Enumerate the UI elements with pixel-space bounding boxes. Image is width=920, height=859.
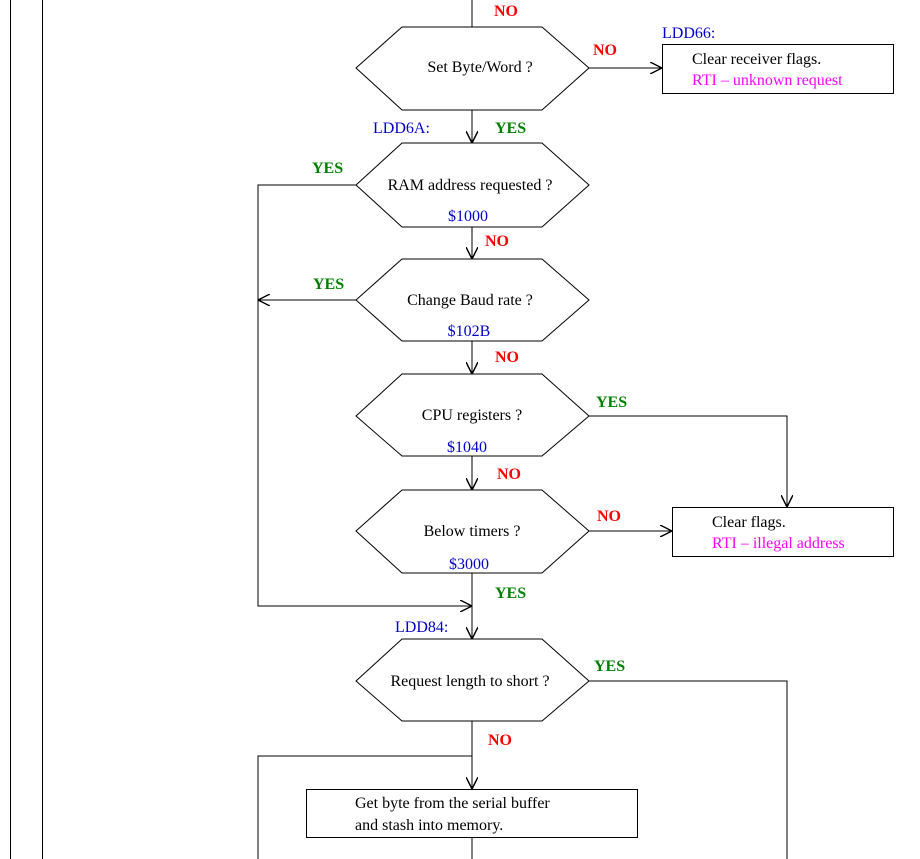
branch-no-setbyte: NO: [593, 42, 617, 59]
box-get-byte: [306, 789, 638, 838]
branch-no-top: NO: [494, 3, 518, 20]
text-request-length: Request length to short ?: [390, 673, 549, 690]
branch-yes-length: YES: [594, 658, 625, 675]
branch-no-timers: NO: [597, 508, 621, 525]
branch-no-cpu: NO: [497, 466, 521, 483]
box1-line2: RTI – unknown request: [692, 72, 843, 89]
branch-yes-timers: YES: [495, 585, 526, 602]
text-baud-rate: Change Baud rate ?: [407, 292, 533, 309]
branch-no-ram: NO: [485, 233, 509, 250]
text-below-timers: Below timers ?: [424, 523, 521, 540]
branch-no-baud: NO: [495, 349, 519, 366]
addr-timers: $3000: [449, 556, 489, 573]
box1-line1: Clear receiver flags.: [692, 51, 821, 68]
text-ram-address: RAM address requested ?: [388, 177, 553, 194]
text-cpu-registers: CPU registers ?: [422, 407, 522, 424]
line-length-yes: [589, 680, 788, 859]
box-illegal-address: [672, 507, 894, 557]
decision-set-byte-word: [355, 26, 590, 111]
decision-request-length: [355, 638, 590, 722]
decision-baud-rate: [355, 258, 590, 342]
decision-below-timers: [355, 489, 590, 574]
branch-yes-ram: YES: [312, 160, 343, 177]
box-unknown-request: [662, 44, 894, 94]
branch-yes-cpu: YES: [596, 394, 627, 411]
addr-baud: $102B: [448, 323, 491, 340]
loop-ram-yes: [257, 184, 472, 606]
label-ldd84: LDD84:: [395, 619, 448, 636]
branch-yes-setbyte: YES: [495, 120, 526, 137]
loop-getbyte: [257, 755, 472, 859]
addr-ram: $1000: [448, 208, 488, 225]
branch-no-length: NO: [488, 732, 512, 749]
branch-yes-baud: YES: [313, 276, 344, 293]
label-ldd6a: LDD6A:: [373, 120, 430, 137]
box2-line2: RTI – illegal address: [712, 535, 845, 552]
decision-ram-address: [355, 142, 590, 228]
decision-cpu-registers: [355, 373, 590, 457]
addr-cpu: $1040: [447, 439, 487, 456]
arrow-cpu-yes: [589, 415, 787, 507]
box3-line1: Get byte from the serial buffer: [355, 795, 550, 812]
box2-line1: Clear flags.: [712, 514, 786, 531]
label-ldd66: LDD66:: [662, 25, 715, 42]
box3-line2: and stash into memory.: [355, 817, 503, 834]
text-set-byte-word: Set Byte/Word ?: [427, 59, 532, 76]
